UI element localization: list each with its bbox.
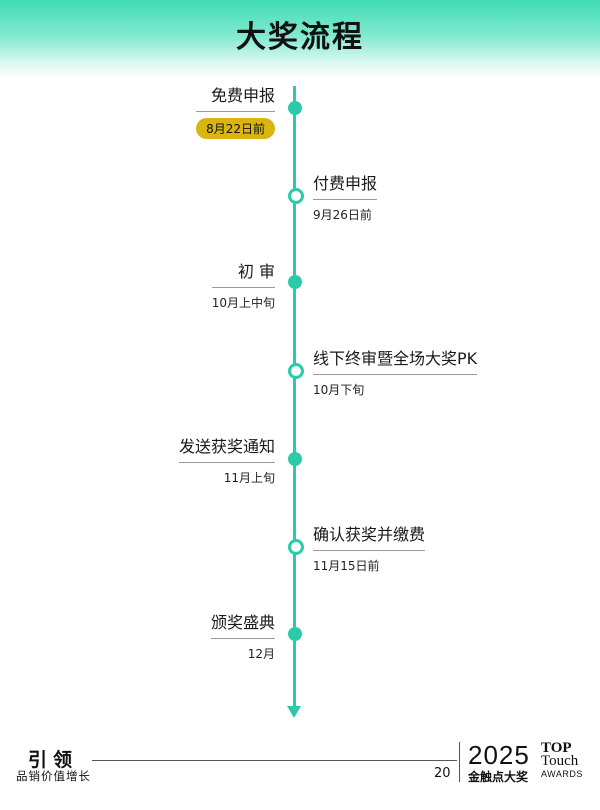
timeline-line xyxy=(293,86,296,708)
event-date: 11月15日前 xyxy=(313,559,380,573)
footer-brand: 引领 xyxy=(28,749,79,771)
footer-year: 2025 xyxy=(468,740,530,770)
event-title: 付费申报 xyxy=(313,170,378,200)
timeline-dot-hollow xyxy=(287,539,304,555)
page-title: 大奖流程 xyxy=(236,20,364,55)
timeline-dot-hollow xyxy=(287,363,304,379)
timeline-event: 付费申报 9月26日前 xyxy=(313,170,378,223)
event-date: 12月 xyxy=(247,647,275,661)
event-date: 11月上旬 xyxy=(223,471,275,485)
timeline-event: 发送获奖通知 11月上旬 xyxy=(178,433,275,486)
footer-subtitle: 品销价值增长 xyxy=(16,769,91,783)
footer-divider xyxy=(92,760,457,761)
timeline-event: 确认获奖并缴费 11月15日前 xyxy=(313,521,426,574)
timeline-event: 免费申报 8月22日前 xyxy=(196,82,275,139)
event-title: 初 审 xyxy=(211,258,275,288)
header-gradient xyxy=(0,0,600,78)
timeline-event: 初 审 10月上中旬 xyxy=(211,258,275,311)
logo-touch-text: Touch xyxy=(541,753,579,769)
top-touch-logo: TOP Touch AWARDS xyxy=(541,740,583,781)
event-date: 10月下旬 xyxy=(313,383,365,397)
timeline-dot xyxy=(287,627,302,641)
event-title: 线下终审暨全场大奖PK xyxy=(313,345,478,375)
timeline-dot xyxy=(287,452,302,466)
timeline-dot-hollow xyxy=(287,188,304,204)
timeline-event: 线下终审暨全场大奖PK 10月下旬 xyxy=(313,345,478,398)
event-date: 9月26日前 xyxy=(313,208,372,222)
timeline-event: 颁奖盛典 12月 xyxy=(210,609,275,662)
timeline-dot xyxy=(287,275,302,289)
logo-awards-text: AWARDS xyxy=(541,769,583,779)
timeline-arrow-icon xyxy=(287,706,301,718)
timeline-dot xyxy=(287,101,302,115)
event-date: 10月上中旬 xyxy=(211,296,275,310)
logo-top-text: TOP xyxy=(541,740,572,756)
footer-separator xyxy=(459,742,460,782)
event-date-badge: 8月22日前 xyxy=(196,118,275,139)
event-title: 免费申报 xyxy=(196,82,275,112)
footer-award-name: 金触点大奖 xyxy=(468,770,529,784)
event-title: 发送获奖通知 xyxy=(178,433,275,463)
event-title: 颁奖盛典 xyxy=(210,609,275,639)
page-number: 20 xyxy=(434,766,451,781)
event-title: 确认获奖并缴费 xyxy=(313,521,426,551)
